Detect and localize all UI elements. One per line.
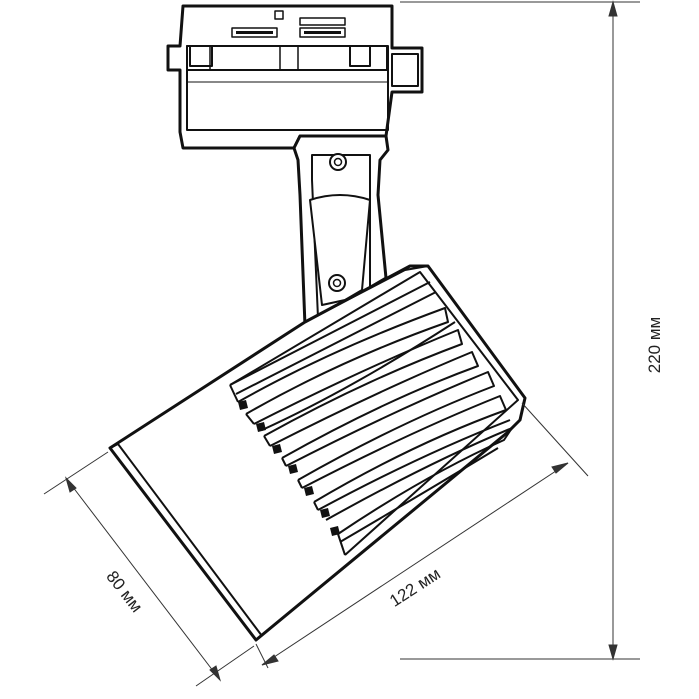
dimension-diameter [43,451,255,687]
height-label: 220 мм [645,317,664,373]
adapter-slot-top [299,17,346,26]
adapter-clip-right [349,45,371,67]
heat-sink-fins [229,281,513,556]
fin-tips [238,400,340,536]
adapter-latch [391,53,419,87]
adapter-indicator [274,10,284,20]
lamp-body-outline [108,264,527,642]
lamp-head [108,264,527,642]
lamp-rear-cap [304,265,429,323]
adapter-clip-left [189,45,213,67]
adapter-outer-body [166,4,424,150]
dimension-height [400,0,640,661]
length-label: 122 мм [386,564,444,611]
lamp-front-bezel [109,443,263,637]
pivot-screw-bottom [328,274,346,292]
pivot-screw-top [329,153,347,171]
track-adapter [166,4,424,150]
dimension-length [255,402,589,669]
